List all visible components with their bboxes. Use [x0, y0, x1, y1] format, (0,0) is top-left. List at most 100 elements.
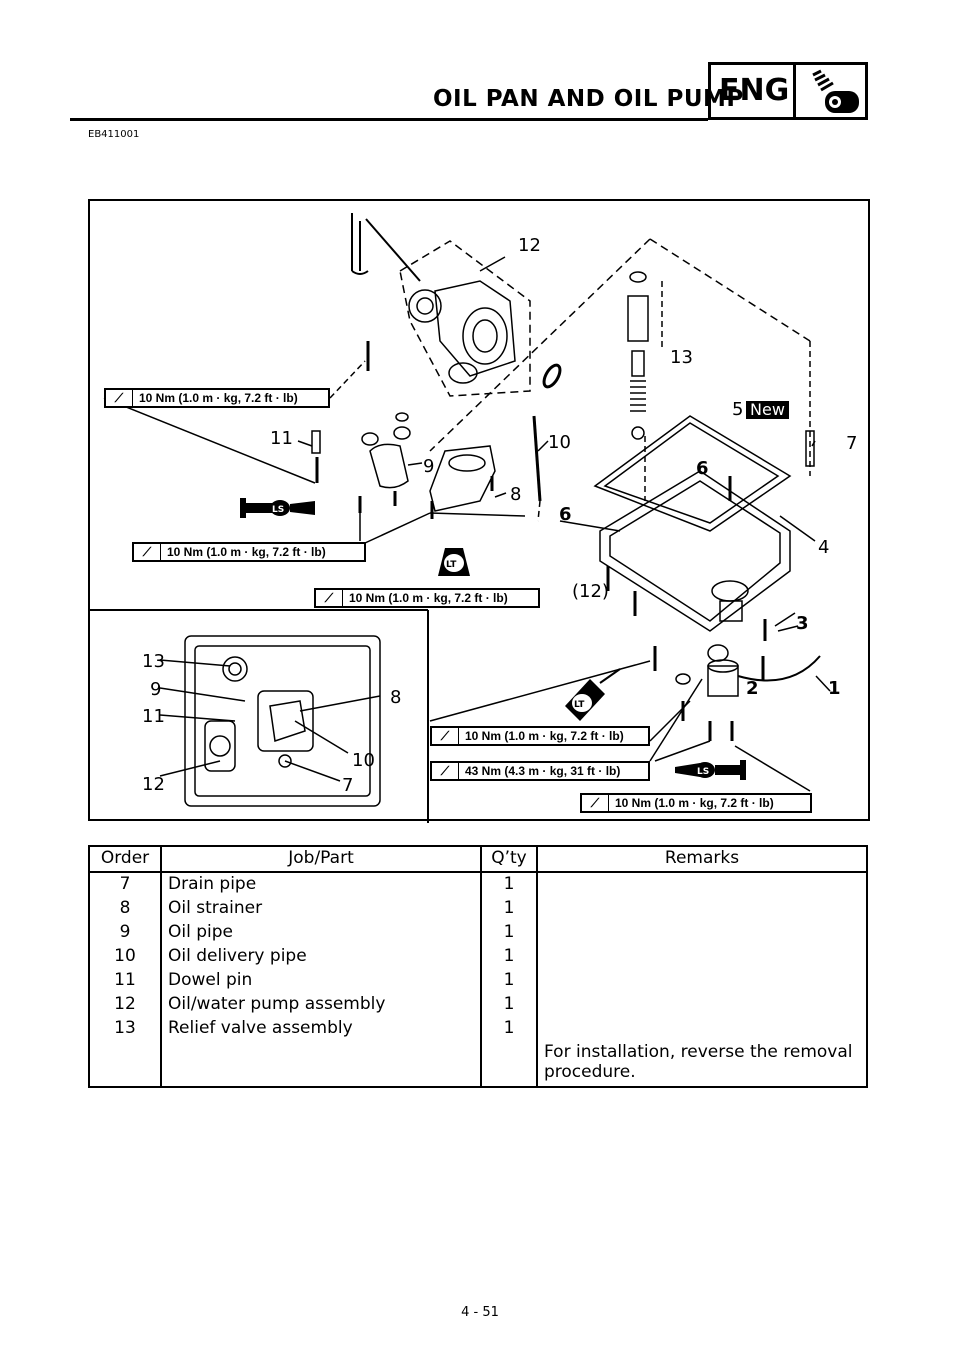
inset-callout-9: 9	[150, 679, 162, 700]
ls-symbol-right: LS	[675, 760, 746, 780]
ls-symbol-left: LS	[240, 498, 315, 518]
callout-5: 5	[732, 399, 744, 420]
wrench-icon: ⟋	[432, 763, 459, 779]
cell-order: 9	[88, 921, 162, 945]
inset-callout-7: 7	[342, 775, 354, 796]
cell-job-part: Dowel pin	[160, 969, 482, 993]
wrench-icon: ⟋	[106, 390, 133, 406]
lt-symbol-top: LT	[438, 548, 470, 576]
cell-job-part: Oil/water pump assembly	[160, 993, 482, 1017]
cell-job-part: Relief valve assembly	[160, 1017, 482, 1041]
ls-label-left: LS	[272, 505, 284, 515]
wrench-icon: ⟋	[432, 728, 459, 744]
table-row: 8 Oil strainer 1	[88, 897, 868, 921]
cell-job-part: Oil pipe	[160, 921, 482, 945]
callout-11: 11	[270, 428, 293, 449]
cell-order: 11	[88, 969, 162, 993]
inset-callout-13: 13	[142, 651, 165, 672]
engine-icon	[812, 69, 859, 113]
torque-value: 10 Nm (1.0 m · kg, 7.2 ft · lb)	[465, 729, 624, 743]
callout-6-lower: 6	[559, 504, 572, 525]
cell-qty: 1	[480, 921, 538, 945]
callout-12-paren: (12)	[572, 581, 609, 602]
cell-remarks	[536, 993, 868, 1017]
column-header-order: Order	[88, 845, 162, 873]
ls-label-right: LS	[697, 767, 709, 777]
table-row-footer: For installation, reverse the removal pr…	[88, 1041, 868, 1088]
installation-remark: For installation, reverse the removal pr…	[536, 1041, 868, 1088]
torque-value: 10 Nm (1.0 m · kg, 7.2 ft · lb)	[139, 391, 298, 405]
page-number: 4 - 51	[461, 1305, 499, 1320]
cell-order: 13	[88, 1017, 162, 1041]
table-row: 7 Drain pipe 1	[88, 872, 868, 897]
table-row: 13 Relief valve assembly 1	[88, 1017, 868, 1041]
torque-spec: ⟋ 10 Nm (1.0 m · kg, 7.2 ft · lb)	[314, 588, 540, 608]
diagram-drawing: LS LT LT LS	[90, 213, 831, 823]
inset-callout-10: 10	[352, 750, 375, 771]
cell-job-part: Drain pipe	[160, 872, 482, 897]
cell-remarks	[536, 945, 868, 969]
torque-spec: ⟋ 10 Nm (1.0 m · kg, 7.2 ft · lb)	[580, 793, 812, 813]
cell-order: 10	[88, 945, 162, 969]
callout-10: 10	[548, 432, 571, 453]
table-row: 10 Oil delivery pipe 1	[88, 945, 868, 969]
cell-remarks	[536, 897, 868, 921]
callout-8: 8	[510, 484, 522, 505]
callout-6-upper: 6	[696, 458, 709, 479]
cell-remarks	[536, 872, 868, 897]
callout-3: 3	[796, 613, 809, 634]
torque-spec: ⟋ 10 Nm (1.0 m · kg, 7.2 ft · lb)	[132, 542, 366, 562]
column-header-remarks: Remarks	[536, 845, 868, 873]
cell-order: 12	[88, 993, 162, 1017]
new-part-badge: New	[746, 401, 789, 419]
cell-remarks	[536, 969, 868, 993]
lt-label-top: LT	[446, 560, 457, 570]
cell-job-part: Oil strainer	[160, 897, 482, 921]
callout-4: 4	[818, 537, 830, 558]
callout-9: 9	[423, 456, 435, 477]
exploded-diagram: LS LT LT LS ⟋ 10 Nm (1.0 m · kg, 7.2 ft …	[88, 199, 870, 823]
document-code: EB411001	[88, 129, 140, 140]
header-rule	[70, 118, 708, 121]
cell-qty: 1	[480, 1017, 538, 1041]
callout-2: 2	[746, 678, 759, 699]
badge-divider	[793, 65, 796, 117]
callout-7: 7	[846, 433, 858, 454]
torque-value: 43 Nm (4.3 m · kg, 31 ft · lb)	[465, 764, 621, 778]
callout-1: 1	[828, 678, 841, 699]
section-badge-label: ENG	[719, 73, 790, 108]
table-header-row: Order Job/Part Q’ty Remarks	[88, 845, 868, 873]
cell-qty: 1	[480, 872, 538, 897]
page-title: OIL PAN AND OIL PUMP	[433, 86, 744, 112]
cell-remarks	[536, 1017, 868, 1041]
table-row: 12 Oil/water pump assembly 1	[88, 993, 868, 1017]
cell-qty: 1	[480, 969, 538, 993]
wrench-icon: ⟋	[134, 544, 161, 560]
parts-table: Order Job/Part Q’ty Remarks 7 Drain pipe…	[88, 845, 868, 1088]
torque-value: 10 Nm (1.0 m · kg, 7.2 ft · lb)	[167, 545, 326, 559]
cell-order: 8	[88, 897, 162, 921]
table-row: 9 Oil pipe 1	[88, 921, 868, 945]
inset-callout-8: 8	[390, 687, 402, 708]
column-header-qty: Q’ty	[480, 845, 538, 873]
cell-qty: 1	[480, 897, 538, 921]
wrench-icon: ⟋	[582, 795, 609, 811]
cell-order: 7	[88, 872, 162, 897]
torque-value: 10 Nm (1.0 m · kg, 7.2 ft · lb)	[349, 591, 508, 605]
section-badge: ENG	[708, 62, 868, 120]
cell-qty: 1	[480, 945, 538, 969]
callout-13: 13	[670, 347, 693, 368]
torque-spec: ⟋ 10 Nm (1.0 m · kg, 7.2 ft · lb)	[104, 388, 330, 408]
table-row: 11 Dowel pin 1	[88, 969, 868, 993]
lt-label-bottom: LT	[574, 700, 585, 710]
column-header-job-part: Job/Part	[160, 845, 482, 873]
wrench-icon: ⟋	[316, 590, 343, 606]
inset-callout-12: 12	[142, 774, 165, 795]
torque-spec: ⟋ 10 Nm (1.0 m · kg, 7.2 ft · lb)	[430, 726, 650, 746]
torque-spec: ⟋ 43 Nm (4.3 m · kg, 31 ft · lb)	[430, 761, 650, 781]
callout-12: 12	[518, 235, 541, 256]
cell-qty: 1	[480, 993, 538, 1017]
cell-job-part: Oil delivery pipe	[160, 945, 482, 969]
inset-callout-11: 11	[142, 706, 165, 727]
torque-value: 10 Nm (1.0 m · kg, 7.2 ft · lb)	[615, 796, 774, 810]
